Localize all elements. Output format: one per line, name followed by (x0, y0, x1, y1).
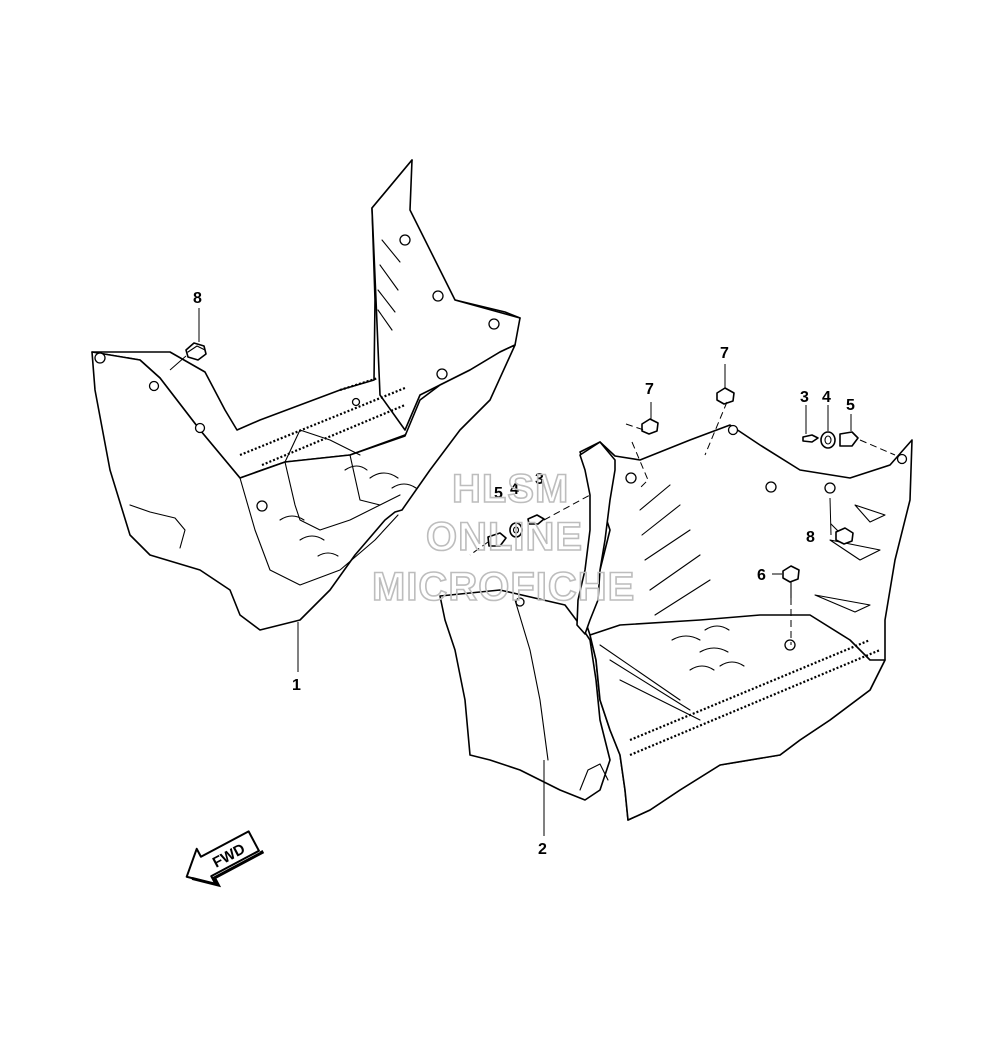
callout-3-left: 3 (535, 471, 544, 488)
callout-5-right: 5 (846, 397, 855, 414)
clip-8-left (185, 342, 207, 361)
callout-1: 1 (292, 677, 301, 694)
clip-7-a (641, 418, 659, 435)
clip-7-b (716, 387, 735, 405)
fastener-set-left (487, 514, 545, 547)
watermark: HLSM ONLINE MICROFICHE (371, 466, 635, 610)
callout-6: 6 (757, 567, 766, 584)
callout-numbers: 1 2 8 7 7 3 4 5 8 6 5 4 3 (193, 290, 855, 858)
watermark-line-3: MICROFICHE (372, 565, 635, 609)
callout-5-left: 5 (494, 485, 503, 502)
bolt-6 (782, 565, 800, 599)
part-2-floor-board-right (439, 424, 913, 821)
fastener-set-right (802, 431, 859, 449)
callout-4-left: 4 (510, 481, 519, 498)
callout-2: 2 (538, 841, 547, 858)
callout-4-right: 4 (822, 389, 831, 406)
callout-3-right: 3 (800, 389, 809, 406)
callout-7-lower: 7 (645, 381, 654, 398)
part-1-floor-board-left (91, 159, 521, 631)
watermark-line-2: ONLINE (426, 515, 583, 559)
callout-8-right: 8 (806, 529, 815, 546)
fwd-direction-arrow: FWD (185, 830, 265, 888)
leader-lines (169, 308, 896, 836)
hardware (185, 342, 859, 599)
clip-8-right (830, 523, 854, 545)
watermark-line-1: HLSM (452, 467, 569, 511)
callout-8-left: 8 (193, 290, 202, 307)
callout-7-upper: 7 (720, 345, 729, 362)
